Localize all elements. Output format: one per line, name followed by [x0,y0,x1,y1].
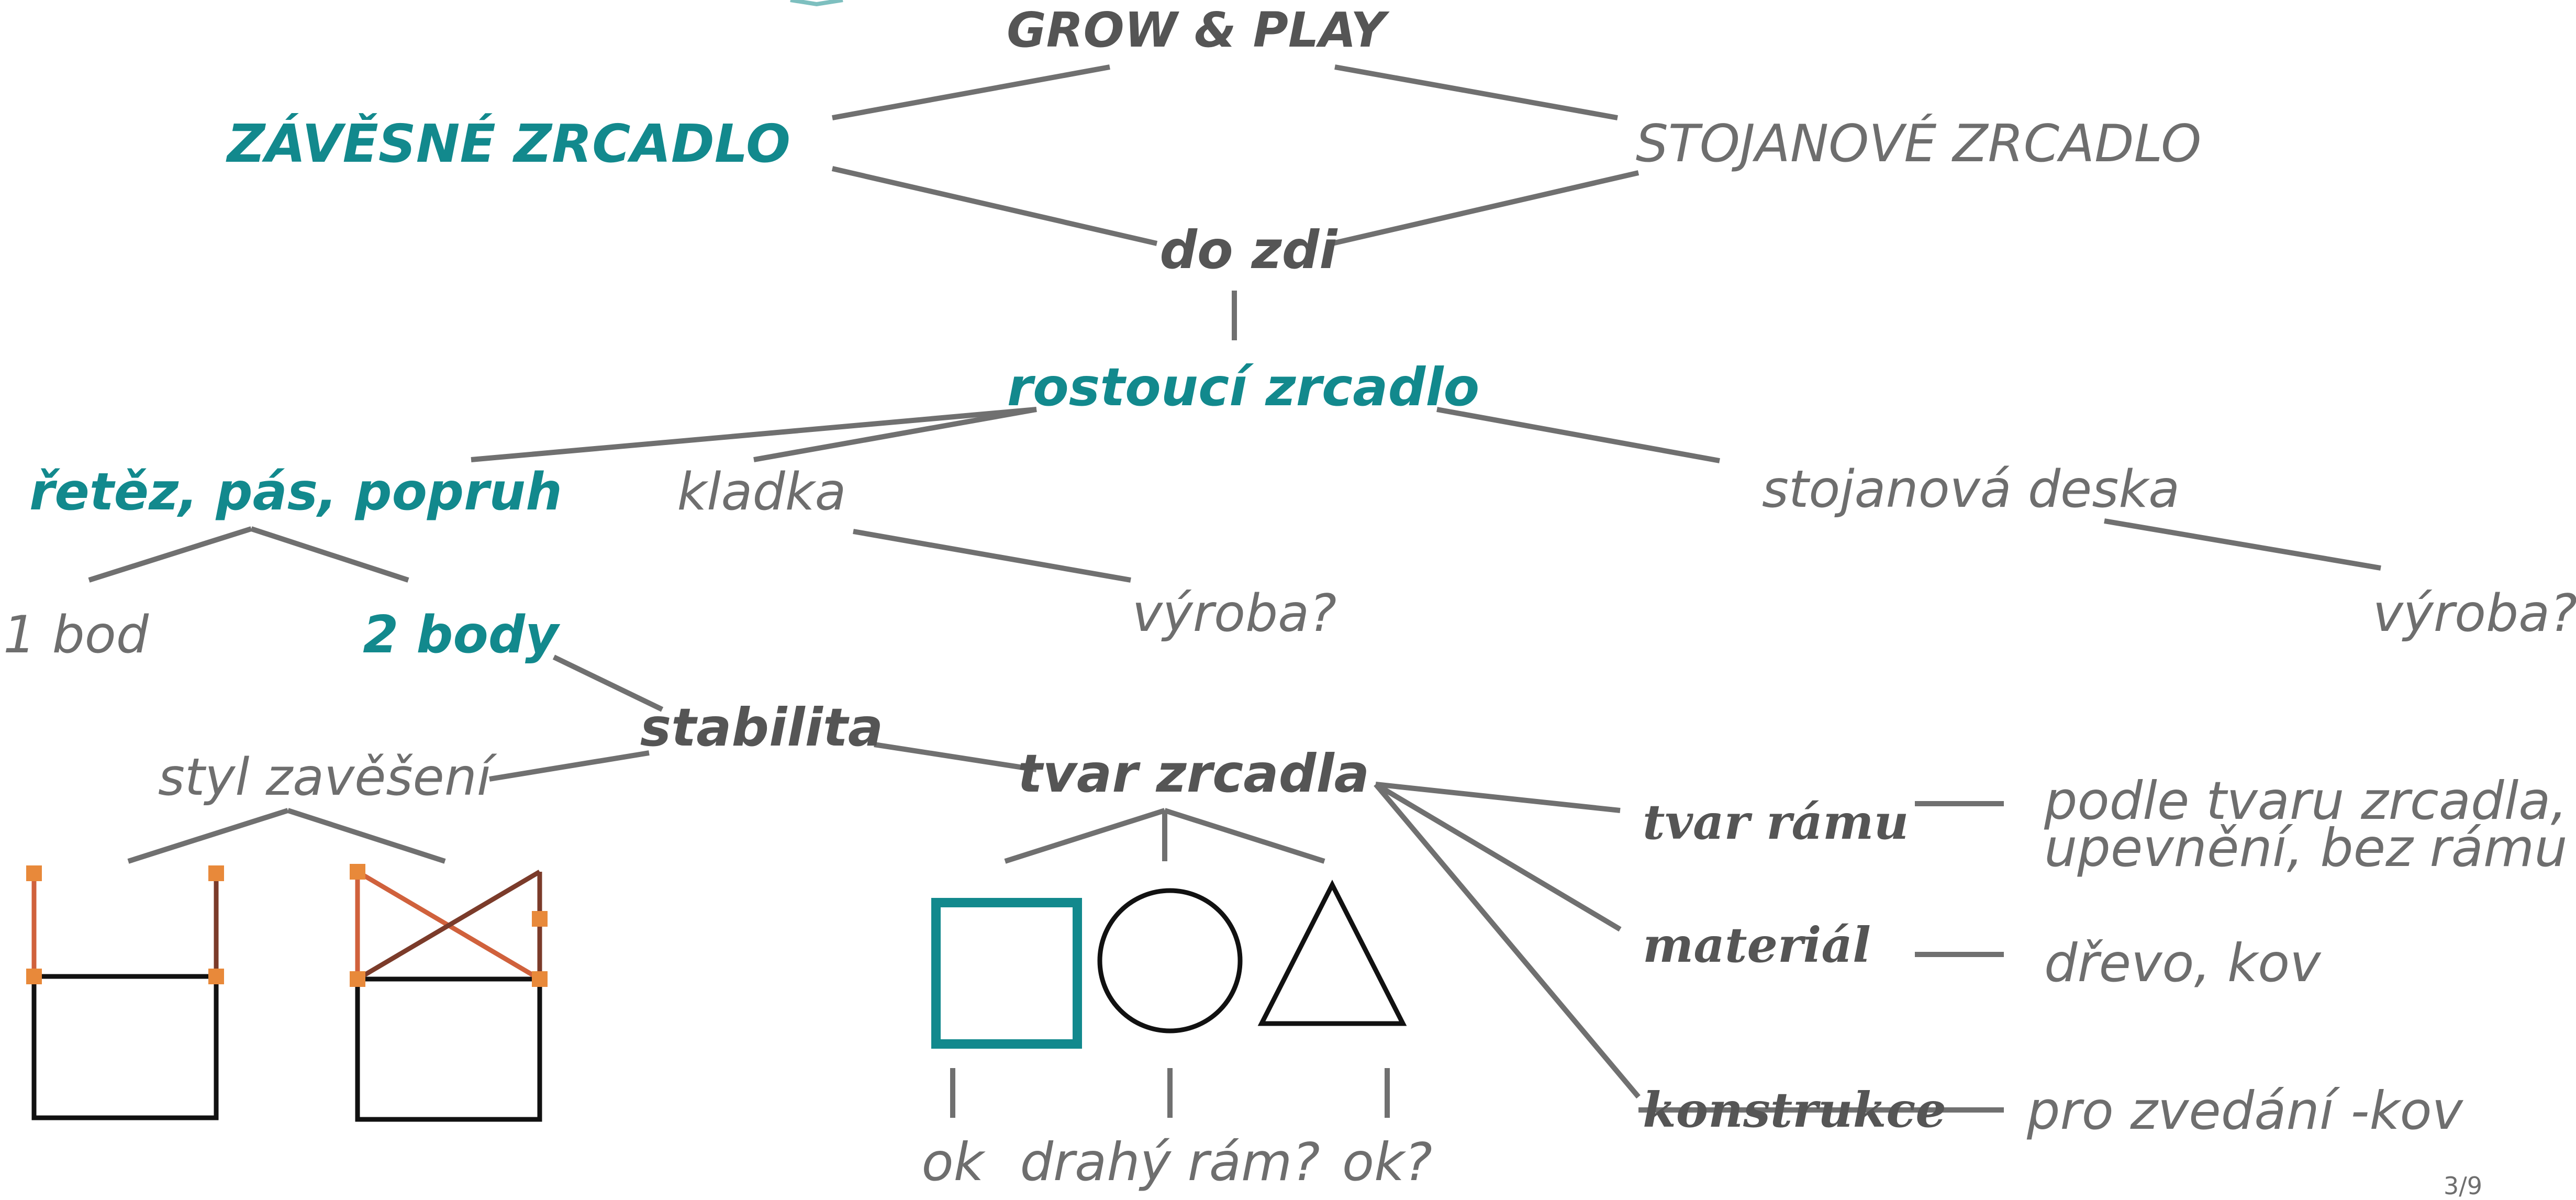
hanging-style-two-straps-illustration [26,865,224,1120]
frame-shape-value-line1: podle tvaru zrcadla, [2044,770,2568,831]
connector [874,742,1037,772]
connector [287,808,446,864]
anchor-point [208,969,224,984]
node-material: materiál [1643,917,1871,973]
anchor-point [350,864,365,880]
triangle-note: ok? [1342,1131,1433,1193]
frame-shape-value-line2: upevnění, bez rámu [2044,817,2568,879]
square-shape [931,898,1082,1049]
anchor-point [532,971,548,987]
node-frame-shape: tvar rámu [1643,794,1909,850]
connector [127,808,289,864]
construction-value: pro zvedání -kov [2027,1080,2463,1141]
node-stand-board: stojanová deska [1761,460,2180,519]
circle-shape [1097,888,1243,1034]
node-two-points: 2 body [363,605,559,665]
triangle-shape [1257,880,1407,1026]
anchor-point [26,969,42,984]
connector [471,407,1037,462]
node-one-point: 1 bod [3,605,149,665]
node-hanging-style: styl zavěšení [158,748,492,807]
page-number: 3/9 [2443,1172,2483,1200]
connector [552,654,664,712]
connector [1374,782,1622,932]
connector [1004,808,1166,864]
node-chain: řetěz, pás, popruh [29,462,562,522]
node-wall: do zdi [1159,219,1337,281]
node-growing-mirror: rostoucí zrcadlo [1007,357,1480,418]
connector [88,526,252,583]
connector [489,750,650,782]
anchor-point [532,911,548,927]
node-production-1: výroba? [1132,584,1337,643]
mirror-frame [31,974,219,1120]
connector [1375,782,1621,813]
connector [753,407,1037,462]
connector [1334,64,1618,120]
top-fragment-decoration [790,0,843,7]
mirror-frame [355,976,542,1122]
connector [1164,808,1325,864]
anchor-point [26,865,42,881]
square-note: ok [921,1131,984,1193]
material-value: dřevo, kov [2044,932,2321,994]
connector [250,526,409,583]
node-mirror-shape: tvar zrcadla [1017,743,1370,804]
anchor-point [208,865,224,881]
connector [2104,518,2381,571]
node-hanging-mirror: ZÁVĚSNÉ ZRCADLO [227,113,791,174]
circle-note: drahý rám? [1020,1131,1320,1193]
anchor-point [350,971,365,987]
connector [831,166,1158,246]
strap [356,870,541,981]
node-standing-mirror: STOJANOVÉ ZRCADLO [1635,114,2202,174]
connector [832,64,1110,120]
hanging-style-crossed-straps-illustration [350,864,548,1122]
node-stability: stabilita [640,697,884,758]
node-production-2: výroba? [2372,584,2576,643]
connector [853,529,1131,583]
connector [1436,407,1720,463]
node-construction: konstrukce [1643,1082,1946,1138]
connector [1374,782,1641,1099]
node-pulley: kladka [677,462,846,522]
root-title: GROW & PLAY [1007,2,1386,58]
connector [1331,170,1640,246]
